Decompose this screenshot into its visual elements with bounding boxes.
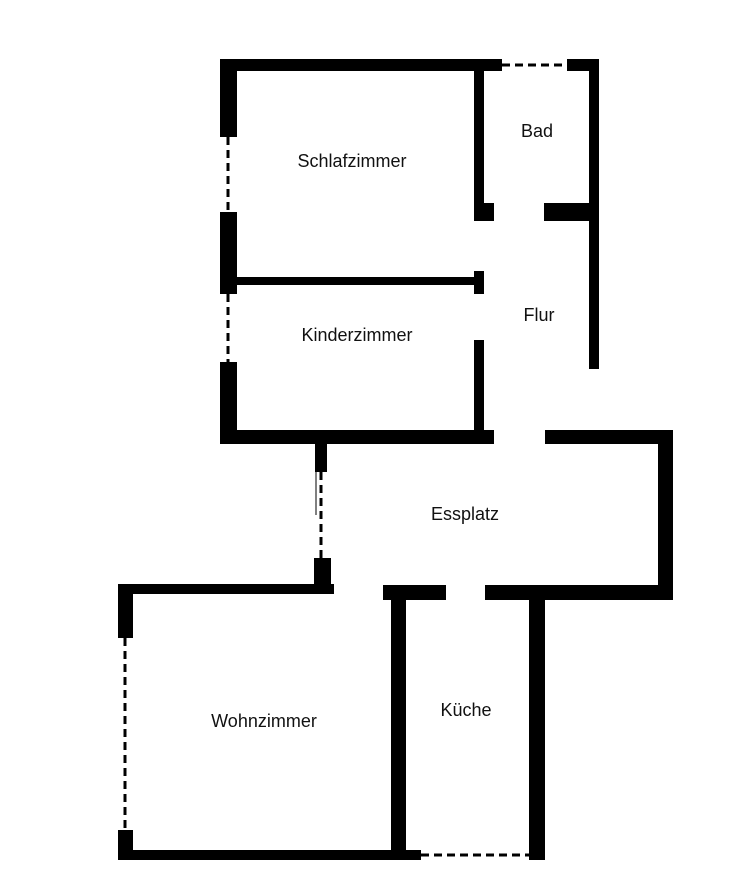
- wall-left-wohnzimmer-top: [118, 584, 133, 638]
- wall-left-bedroom-upper: [220, 59, 237, 137]
- wall-bottom-wohnzimmer: [118, 850, 421, 860]
- wall-top-wohnzimmer: [118, 584, 334, 594]
- wall-bottom-kinderzimmer: [220, 430, 494, 444]
- room-label-flur: Flur: [524, 305, 555, 325]
- room-label-kinderzimmer: Kinderzimmer: [301, 325, 412, 345]
- wall-bad-flur: [544, 203, 599, 221]
- wall-bedroom-kinderzimmer: [237, 277, 482, 285]
- wall-top-bedroom: [220, 59, 502, 71]
- wall-bedroom-bath-upper: [474, 59, 484, 221]
- wall-top-essplatz-right: [545, 430, 673, 444]
- room-label-essplatz: Essplatz: [431, 504, 499, 524]
- wall-left-bedroom-lower: [220, 212, 237, 294]
- wall-wohnzimmer-kueche: [391, 585, 406, 860]
- wall-essplatz-left-bottom: [314, 558, 331, 586]
- wall-kinderzimmer-stub-top: [474, 271, 484, 294]
- wall-essplatz-left-top: [315, 444, 327, 472]
- wall-bedroom-bath-stub: [474, 203, 494, 221]
- room-label-kueche: Küche: [440, 700, 491, 720]
- wall-kinderzimmer-flur: [474, 340, 484, 434]
- wall-right-essplatz: [658, 430, 673, 600]
- wall-right-kueche: [529, 585, 545, 860]
- wall-left-kinderzimmer: [220, 362, 237, 444]
- room-label-schlafzimmer: Schlafzimmer: [297, 151, 406, 171]
- room-label-wohnzimmer: Wohnzimmer: [211, 711, 317, 731]
- wall-bottom-essplatz-right: [485, 585, 673, 600]
- room-label-bad: Bad: [521, 121, 553, 141]
